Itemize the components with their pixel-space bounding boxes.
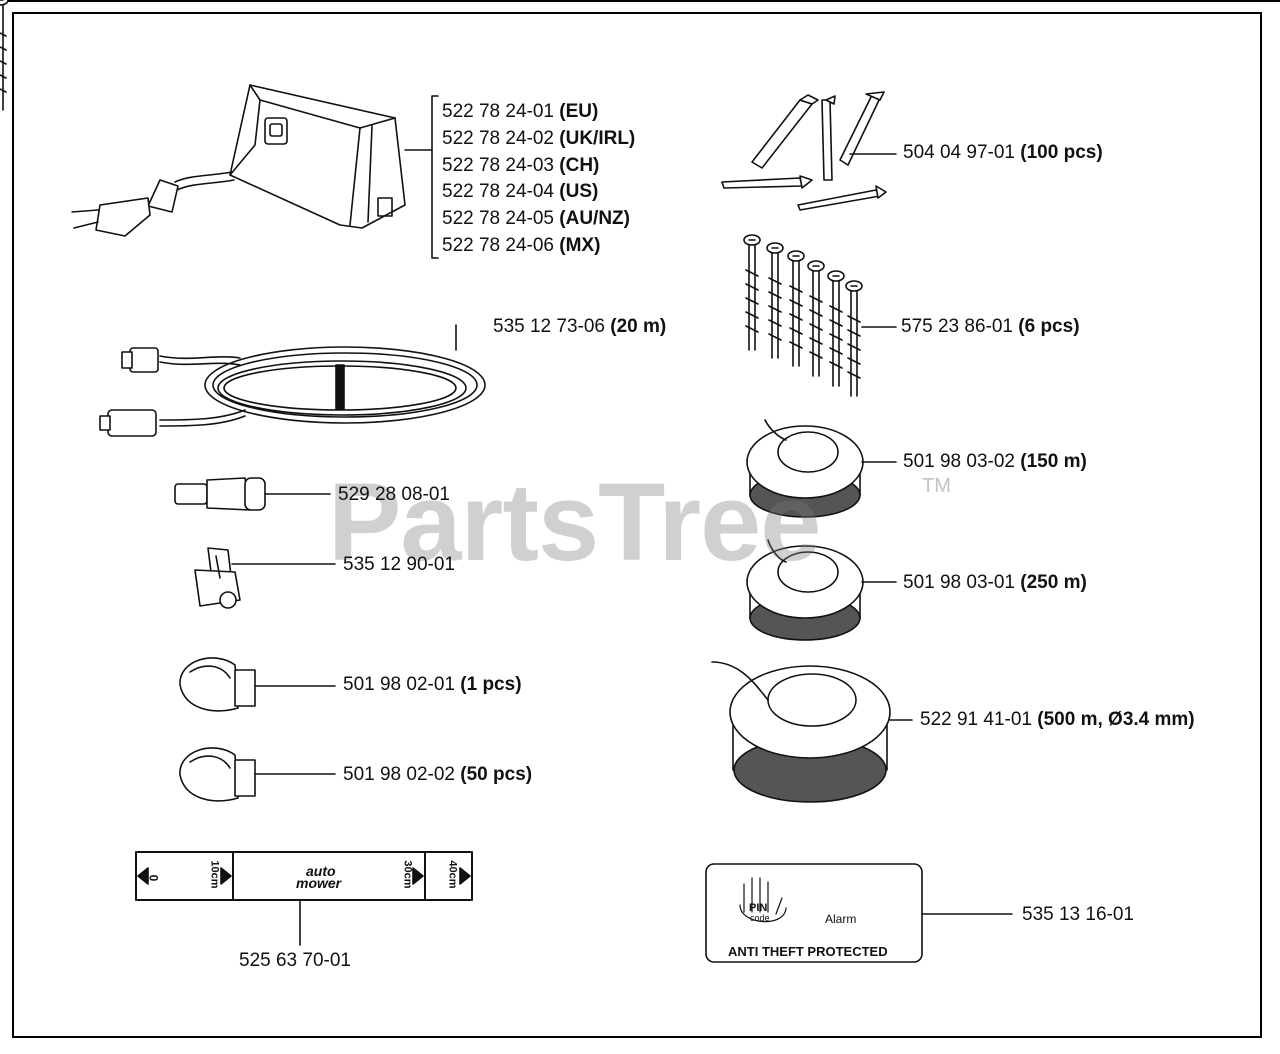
decal-part-label: 535 13 16-01 [1022, 904, 1134, 925]
diagram-frame [12, 12, 1262, 1038]
cable-illustration [99, 324, 486, 437]
gauge-brand-bottom: mower [296, 875, 342, 891]
gauge-mark-30cm: 30cm [401, 860, 414, 889]
joint-1pcs-illustration [179, 657, 336, 712]
gauge-ruler-illustration [135, 851, 473, 946]
joint1-part-label: 501 98 02-01 (1 pcs) [343, 674, 522, 695]
decal-footer-text: ANTI THEFT PROTECTED [728, 944, 888, 959]
gauge-part-label: 525 63 70-01 [239, 950, 351, 971]
screws-illustration [0, 0, 897, 397]
decal-code-text: code [750, 913, 770, 923]
pegs-illustration [721, 91, 897, 211]
coupler-illustration [194, 547, 336, 609]
charger-part-mx: 522 78 24-06 (MX) [442, 235, 601, 256]
gauge-mark-0: 0 [146, 874, 161, 882]
gauge-brand-top: auto [306, 863, 336, 879]
coupler-part-label: 535 12 90-01 [343, 554, 455, 575]
charger-part-us: 522 78 24-04 (US) [442, 181, 599, 202]
wire500-part-label: 522 91 41-01 (500 m, Ø3.4 mm) [920, 709, 1195, 730]
gauge-mark-40cm: 40cm [446, 860, 459, 889]
wire150-part-label: 501 98 03-02 (150 m) [903, 451, 1087, 472]
pegs-part-label: 504 04 97-01 (100 pcs) [903, 142, 1103, 163]
connector-part-label: 529 28 08-01 [338, 484, 450, 505]
charger-part-aunz: 522 78 24-05 (AU/NZ) [442, 208, 630, 229]
charger-illustration [71, 84, 439, 259]
spool-250-illustration [746, 539, 897, 641]
top-border [0, 0, 1280, 2]
charger-part-uk: 522 78 24-02 (UK/IRL) [442, 128, 636, 149]
spool-500-illustration [711, 661, 913, 803]
cable-part-label: 535 12 73-06 (20 m) [493, 316, 667, 337]
joint-50pcs-illustration [179, 747, 336, 802]
screws-part-label: 575 23 86-01 (6 pcs) [901, 316, 1080, 337]
decal-alarm-text: Alarm [825, 912, 857, 926]
wire250-part-label: 501 98 03-01 (250 m) [903, 572, 1087, 593]
charger-part-ch: 522 78 24-03 (CH) [442, 155, 600, 176]
connector-illustration [174, 477, 331, 511]
decal-pin-text: PIN [749, 902, 768, 914]
decal-illustration [705, 863, 1013, 963]
watermark: PartsTree [328, 461, 821, 584]
watermark-tm: TM [922, 475, 951, 497]
charger-part-eu: 522 78 24-01 (EU) [442, 101, 599, 122]
joint50-part-label: 501 98 02-02 (50 pcs) [343, 764, 533, 785]
spool-150-illustration [746, 419, 897, 518]
gauge-mark-10cm: 10cm [208, 860, 221, 889]
